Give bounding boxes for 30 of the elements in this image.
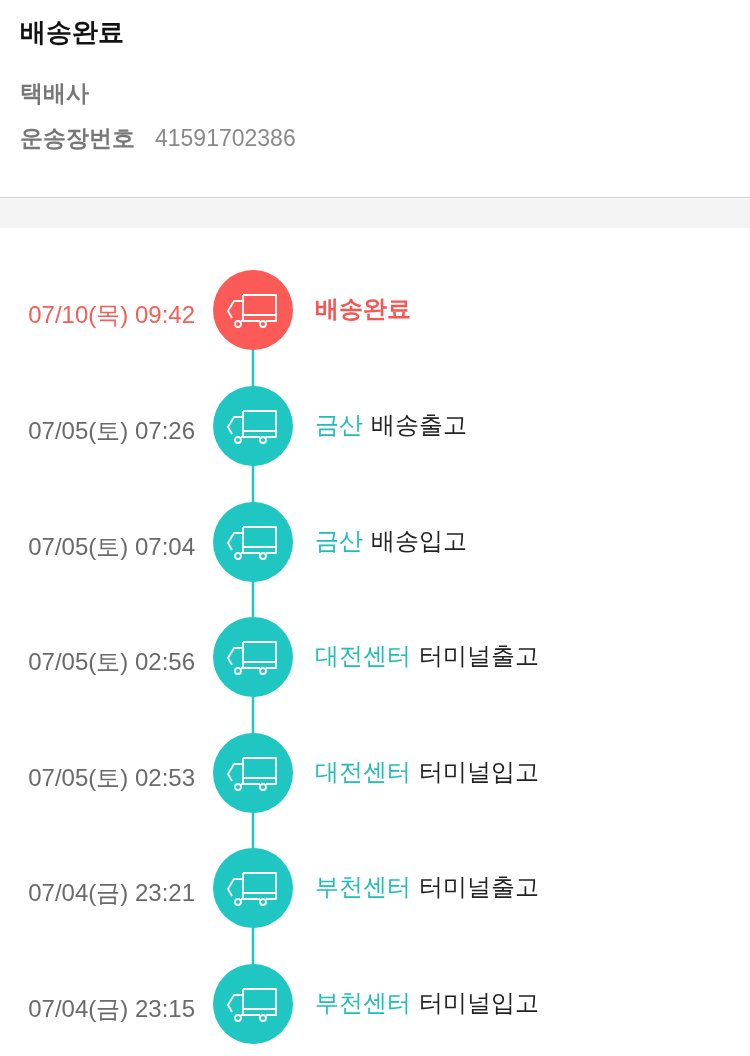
date-text: 07/04(금) 23:21 bbox=[28, 878, 195, 908]
status-text: 배송완료 bbox=[315, 294, 411, 324]
location-text: 대전센터 bbox=[315, 757, 411, 787]
status-text: 터미널입고 bbox=[419, 757, 539, 787]
status-text: 터미널입고 bbox=[419, 988, 539, 1018]
timeline-line bbox=[251, 697, 255, 733]
date-text: 07/05(토) 07:26 bbox=[28, 416, 195, 446]
field-label: 택배사 bbox=[20, 79, 89, 108]
status-text: 배송출고 bbox=[371, 410, 467, 440]
field-label: 운송장번호 bbox=[20, 124, 135, 153]
heading: 배송완료 bbox=[20, 16, 124, 49]
location-text: 금산 bbox=[315, 526, 363, 556]
timeline-line bbox=[251, 813, 255, 848]
timeline-line bbox=[251, 466, 255, 502]
date-text: 07/05(토) 02:53 bbox=[28, 763, 195, 793]
timeline-line bbox=[251, 928, 255, 964]
status-text: 터미널출고 bbox=[419, 641, 539, 671]
timeline-line bbox=[251, 350, 255, 386]
date-text: 07/10(목) 09:42 bbox=[28, 300, 195, 330]
location-text: 금산 bbox=[315, 410, 363, 440]
status-text: 터미널출고 bbox=[419, 872, 539, 902]
location-text: 부천센터 bbox=[315, 872, 411, 902]
date-text: 07/05(토) 07:04 bbox=[28, 532, 195, 562]
status-text: 배송입고 bbox=[371, 526, 467, 556]
date-text: 07/05(토) 02:56 bbox=[28, 647, 195, 677]
date-text: 07/04(금) 23:15 bbox=[28, 994, 195, 1024]
location-text: 부천센터 bbox=[315, 988, 411, 1018]
tracking-number: 41591702386 bbox=[155, 124, 296, 153]
location-text: 대전센터 bbox=[315, 641, 411, 671]
timeline-line bbox=[251, 582, 255, 617]
